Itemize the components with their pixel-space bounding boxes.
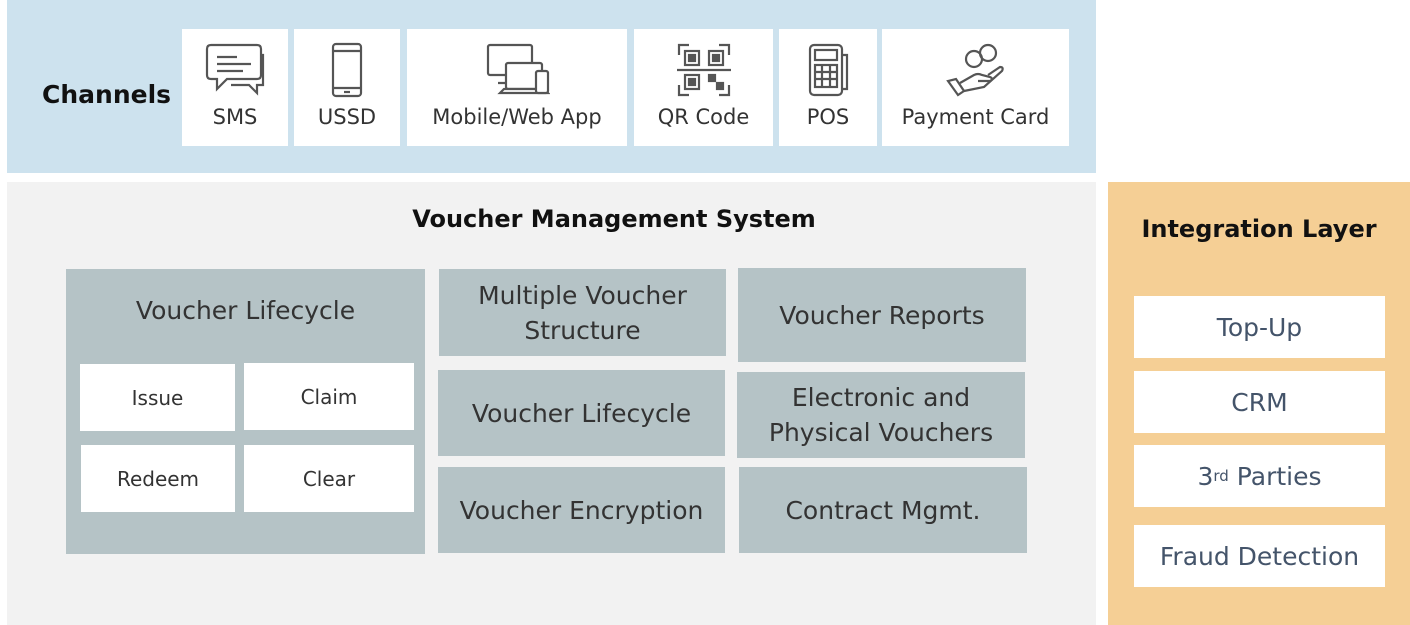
module-voucher-encryption: Voucher Encryption [438,467,725,553]
module-voucher-lifecycle: Voucher Lifecycle [438,370,725,456]
mobile-phone-icon [294,41,400,99]
integration-layer-title: Integration Layer [1141,215,1377,243]
integration-item-fraud-detection: Fraud Detection [1134,525,1385,587]
channel-sms: SMS [182,29,288,146]
module-line: Voucher Lifecycle [471,398,692,428]
channel-label: Mobile/Web App [432,105,602,129]
module-voucher-reports: Voucher Reports [738,268,1026,362]
channel-label: POS [806,105,850,129]
module-contract-mgmt: Contract Mgmt. [739,467,1027,553]
channel-qr-code: QR Code [634,29,773,146]
channel-label: QR Code [657,105,750,129]
lifecycle-step-claim: Claim [244,363,414,430]
channels-title: Channels [42,80,172,109]
pos-terminal-icon [779,41,877,99]
module-line: Physical Vouchers [768,418,994,447]
voucher-lifecycle-group-title: Voucher Lifecycle [135,296,356,325]
module-line: Voucher Encryption [459,495,704,525]
module-line: Multiple Voucher [478,280,687,310]
channel-payment-card: Payment Card [882,29,1069,146]
qr-code-icon [634,41,773,99]
integration-item-top-up: Top-Up [1134,296,1385,358]
integration-item-crm: CRM [1134,371,1385,433]
module-line: Electronic and [791,383,971,412]
channel-label: Payment Card [901,105,1050,129]
channel-label: SMS [212,105,258,129]
lifecycle-step-redeem: Redeem [81,445,235,512]
lifecycle-step-issue: Issue [80,364,235,431]
channel-ussd: USSD [294,29,400,146]
devices-icon [407,41,627,99]
third-parties-text: Parties [1228,461,1322,491]
channel-label: USSD [317,105,377,129]
lifecycle-step-clear: Clear [244,445,414,512]
hand-coins-icon [882,41,1069,99]
channel-pos: POS [779,29,877,146]
vms-title: Voucher Management System [412,205,816,233]
third-parties-suffix: rd [1213,467,1229,485]
channel-mobile-web-app: Mobile/Web App [407,29,627,146]
module-line: Structure [524,315,641,345]
third-parties-number: 3 [1197,461,1214,491]
chat-bubbles-icon [182,41,288,99]
module-line: Contract Mgmt. [785,495,981,525]
module-line: Voucher Reports [779,300,985,330]
